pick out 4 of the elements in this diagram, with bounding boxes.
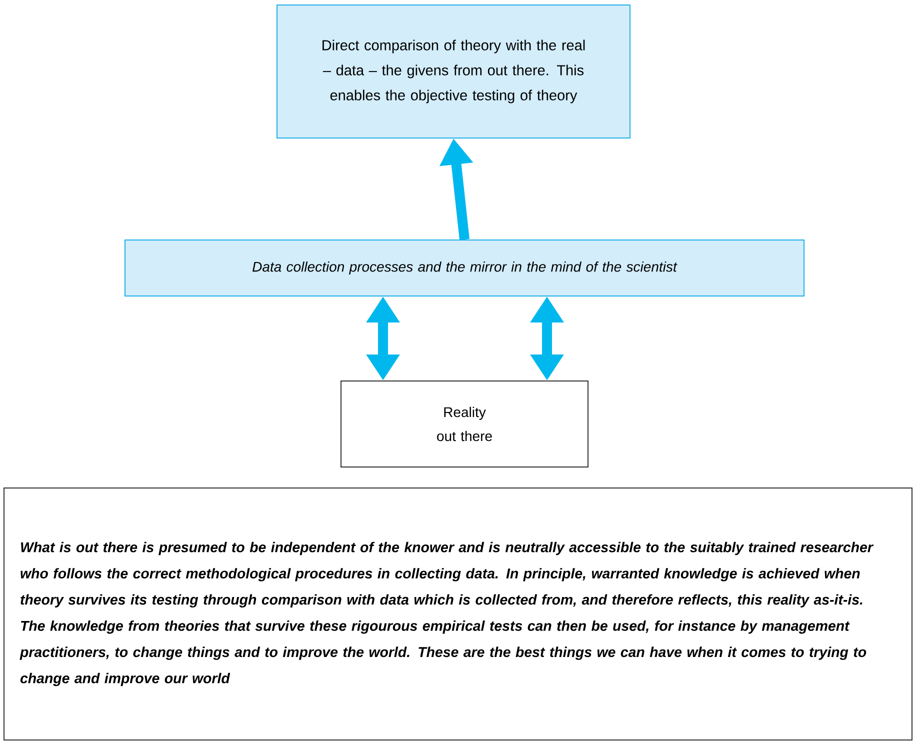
note-box: What is out there is presumed to be independent of the knower and is neutrally accessible to the suitably trained researcher who follows the correct methodological procedures in collecting data. In principle, warranted knowledge is achieved when theory survives its testing through comparison with data which is collected from, and therefore reflects, this reality as-it-is. The knowledge from theories that survive these rigourous empirical tests can then be used, for instance by management practitioners, to change things and to improve the world. These are the best things we can have when it comes to trying to change and improve our world [4,487,912,740]
text-band: Data collection processes and the mirror in the mind of the scientist [124,240,804,296]
text-box: Reality out there [340,380,588,468]
text-box: Direct comparison of theory with the real – data – the givens from out there. This enables the objective testing of theory [276,4,630,138]
